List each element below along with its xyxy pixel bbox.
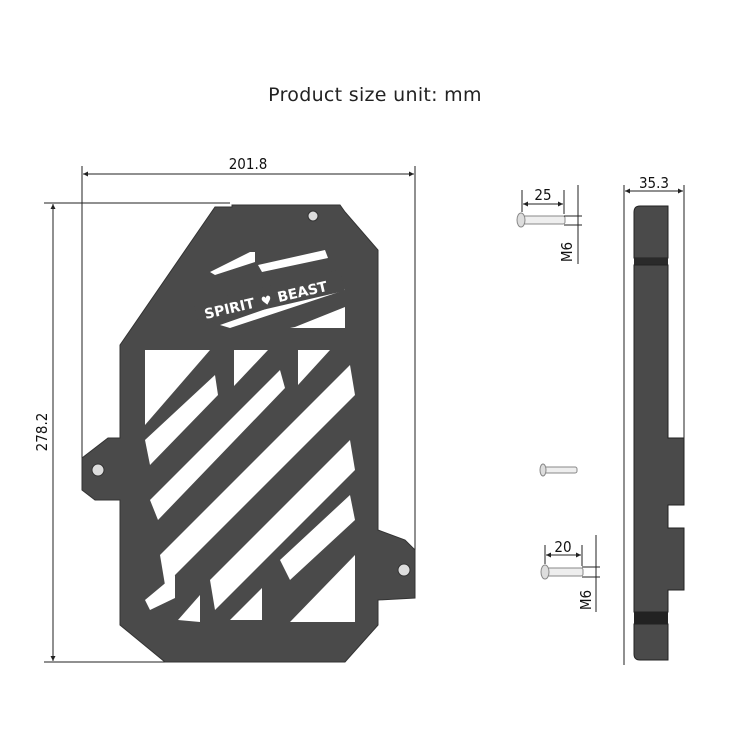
radiator-guard-side-view: 35.3: [623, 174, 685, 665]
depth-label: 35.3: [639, 174, 669, 192]
bolt-short-thread-label: M6: [577, 590, 595, 610]
bolt-long: 25 M6: [516, 185, 582, 264]
radiator-guard-front-view: SPIRIT ♥ BEAST: [81, 204, 416, 663]
height-label: 278.2: [33, 413, 51, 452]
width-dimension: 201.8: [81, 155, 416, 560]
bolt-short: 20 M6: [540, 535, 600, 612]
bolt-short-length-label: 20: [554, 538, 571, 556]
grille-slots: [145, 350, 355, 622]
bolt-long-thread-label: M6: [558, 242, 576, 262]
width-label: 201.8: [229, 155, 268, 173]
bolt-long-length-label: 25: [534, 186, 551, 204]
heart-icon: ♥: [260, 293, 274, 309]
page-title: Product size unit: mm: [268, 84, 482, 106]
height-dimension: 278.2: [33, 202, 230, 663]
bolt-middle: [539, 463, 578, 477]
